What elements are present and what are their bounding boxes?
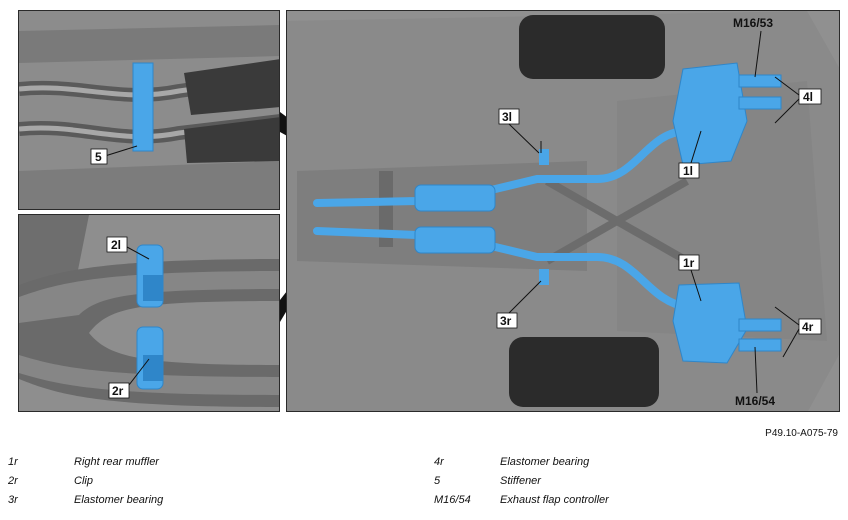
- legend-text: Elastomer bearing: [74, 494, 164, 506]
- stiffener-highlight: [132, 62, 154, 152]
- legend-text: Elastomer bearing: [500, 456, 590, 468]
- callout-bearing-3l: 3l: [502, 110, 512, 124]
- legend-text: Stiffener: [500, 475, 541, 487]
- exhaust-system-highlight: [313, 127, 691, 311]
- callout-clip-right: 2r: [112, 384, 124, 398]
- legend-key: M16/54: [434, 494, 471, 506]
- clip-left-highlight: [136, 244, 164, 308]
- legend-key: 4r: [434, 456, 444, 468]
- callout-clip-left: 2l: [111, 238, 121, 252]
- callout-flap-m1653: M16/53: [733, 16, 773, 30]
- callout-bearing-3r: 3r: [500, 314, 512, 328]
- clip-right-highlight: [136, 326, 164, 390]
- tire-front-left: [519, 15, 665, 79]
- callout-stiffener: 5: [95, 150, 102, 164]
- tire-front-right: [509, 337, 659, 407]
- stiffener-detail-inset: 5: [18, 10, 280, 210]
- legend-text: Right rear muffler: [74, 456, 159, 468]
- figure-code: P49.10-A075-79: [765, 428, 838, 439]
- callout-muffler-right: 1r: [683, 256, 695, 270]
- muffler-right-highlight: [672, 282, 748, 364]
- legend-key: 2r: [8, 475, 18, 487]
- legend-text: Exhaust flap controller: [500, 494, 609, 506]
- callout-bearing-4l: 4l: [803, 90, 813, 104]
- clip-detail-inset: 2l 2r: [18, 214, 280, 412]
- legend-key: 3r: [8, 494, 18, 506]
- legend-text: Clip: [74, 475, 93, 487]
- legend-key: 5: [434, 475, 441, 487]
- muffler-left-highlight: [672, 62, 748, 166]
- callout-muffler-left: 1l: [683, 164, 693, 178]
- callout-bearing-4r: 4r: [802, 320, 814, 334]
- legend-key: 1r: [8, 456, 18, 468]
- vehicle-underside-view: 3l 3r 1l 1r 4l 4r M16/53 M16/54: [286, 10, 840, 412]
- callout-flap-m1654: M16/54: [735, 394, 775, 408]
